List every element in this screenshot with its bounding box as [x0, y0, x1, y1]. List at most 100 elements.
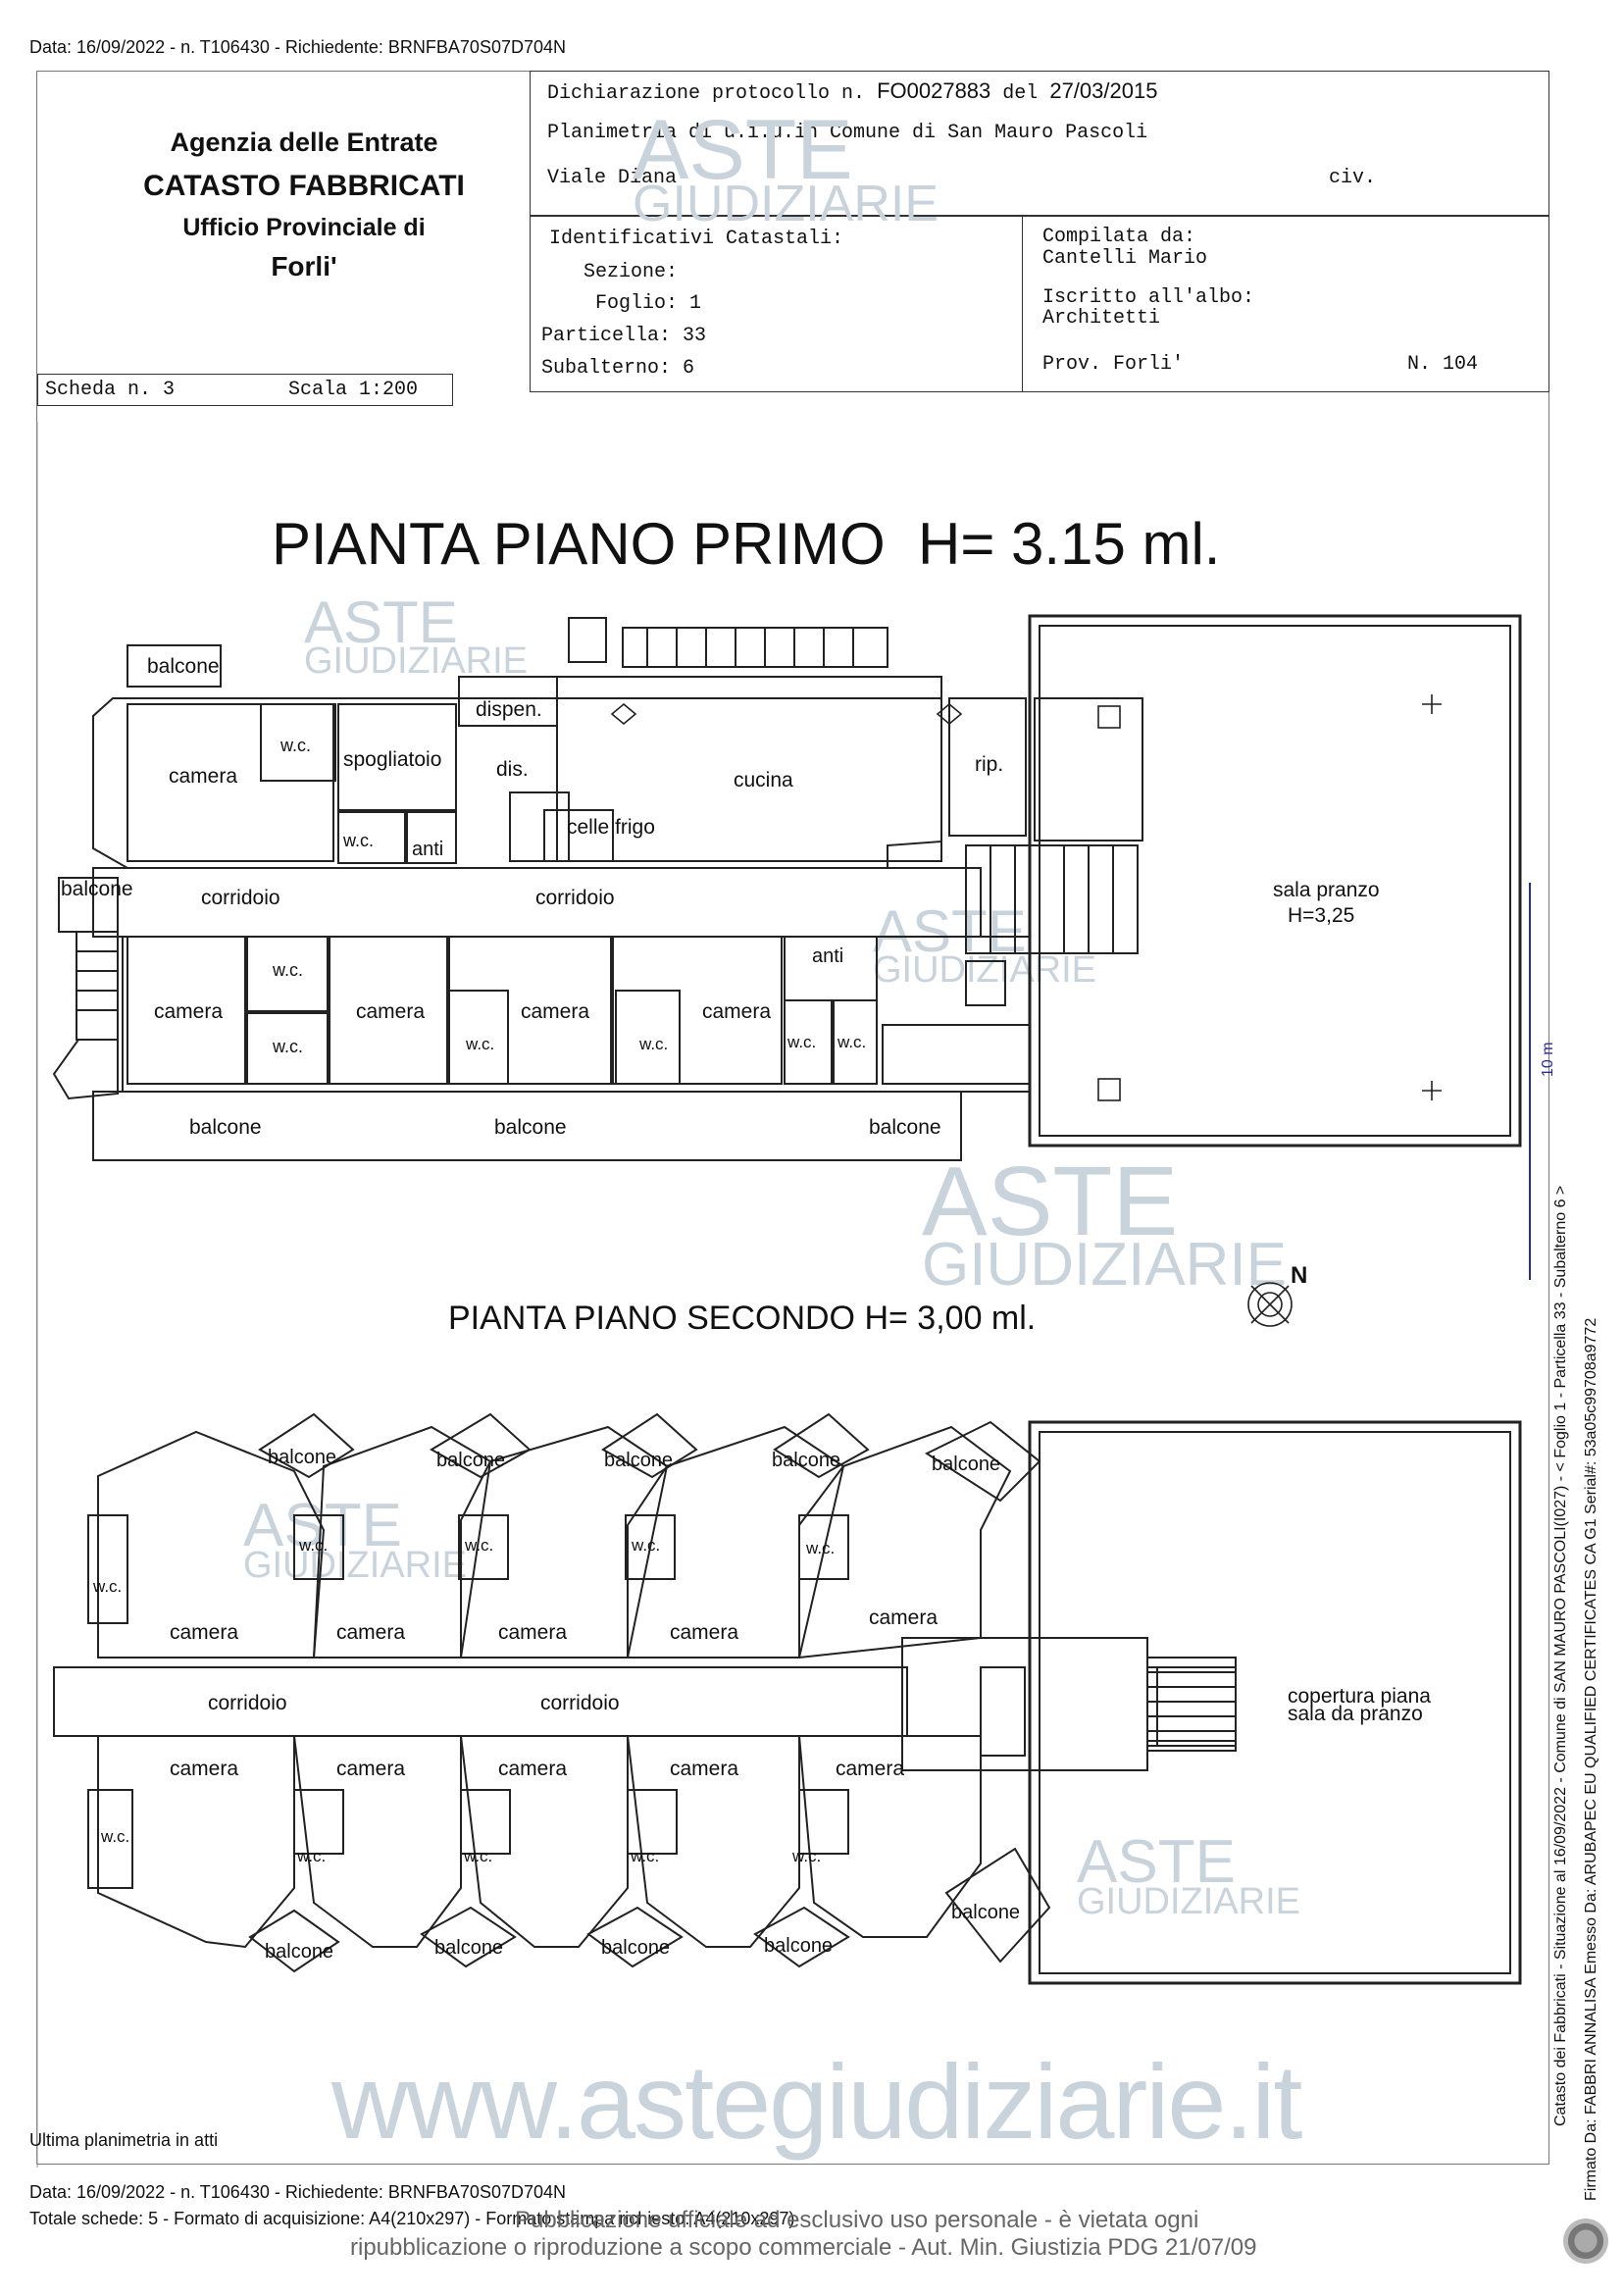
label-sala-pranzo: sala pranzo	[1273, 879, 1380, 901]
p2-camera-t3: camera	[498, 1621, 568, 1644]
seal-icon	[1563, 2219, 1608, 2264]
room-rip	[948, 697, 1027, 837]
room-p2-wc-b1	[87, 1789, 133, 1889]
label-wc-b1: w.c.	[273, 960, 304, 980]
p2-balcone-b4: balcone	[764, 1935, 834, 1957]
header-top-line: Data: 16/09/2022 - n. T106430 - Richiede…	[29, 37, 567, 57]
p2-corridoio-1: corridoio	[208, 1692, 287, 1714]
watermark-giudiziarie-text: GIUDIZIARIE	[304, 640, 529, 682]
p2-camera-t1: camera	[170, 1621, 239, 1644]
side-catasto-text: Catasto dei Fabbricati - Situazione al 1…	[1552, 1185, 1569, 2126]
label-balcone-b3: balcone	[869, 1116, 941, 1139]
sezione: Sezione:	[584, 261, 679, 283]
room-wc-b6	[833, 999, 878, 1085]
p2-balcone-b5: balcone	[951, 1902, 1021, 1923]
catasto-title: CATASTO FABBRICATI	[143, 170, 465, 202]
plan2-title: PIANTA PIANO SECONDO H= 3,00 ml.	[448, 1300, 1037, 1337]
room-p2-top-1	[97, 1430, 326, 1658]
room-wc-tl	[260, 703, 336, 782]
label-sala-h: H=3,25	[1288, 904, 1355, 927]
label-wc-tl: w.c.	[280, 736, 312, 755]
watermark-aste-text: ASTE	[922, 1147, 1179, 1256]
label-wc-2: w.c.	[343, 831, 375, 850]
foglio: Foglio: 1	[595, 292, 702, 315]
label-corridoio-2: corridoio	[535, 887, 615, 909]
dichiarazione-date: 27/03/2015	[1049, 78, 1158, 103]
label-anti-1: anti	[412, 839, 444, 860]
watermark-aste-text: ASTE	[633, 103, 853, 197]
balcone-p2-t2	[430, 1412, 532, 1479]
compilata-label: Compilata da:	[1042, 226, 1196, 248]
label-wc-b2: w.c.	[273, 1037, 304, 1056]
provincia-label: Forli'	[271, 251, 337, 281]
p2-balcone-b1: balcone	[265, 1941, 334, 1963]
civico-label: civ.	[1329, 167, 1377, 189]
ident-title: Identificativi Catastali:	[549, 228, 844, 250]
label-anti-2: anti	[812, 945, 844, 967]
protocollo-number: FO0027883	[877, 78, 991, 103]
p2-wc-b2: w.c.	[297, 1847, 327, 1865]
dichiarazione-label: Dichiarazione protocollo n.	[547, 82, 866, 105]
balcone-p2-t5	[924, 1420, 1041, 1503]
p2-balcone-b3: balcone	[601, 1937, 671, 1959]
p2-camera-b1: camera	[170, 1758, 239, 1780]
label-wc-b3: w.c.	[466, 1035, 495, 1053]
room-camera-b2	[329, 936, 448, 1085]
room-p2-wc-t1	[87, 1514, 128, 1624]
p2-balcone-t3: balcone	[604, 1450, 674, 1471]
room-wc-2	[337, 811, 406, 864]
stair-right	[965, 844, 1139, 954]
room-sala-pranzo	[1028, 614, 1522, 1148]
label-balcone-b1: balcone	[189, 1116, 262, 1139]
p2-camera-b3: camera	[498, 1758, 568, 1780]
watermark-aste-1: ASTE GIUDIZIARIE	[633, 108, 939, 230]
watermark-aste-text: ASTE	[873, 898, 1027, 964]
p2-balcone-t1: balcone	[268, 1447, 337, 1468]
p2-balcone-t2: balcone	[436, 1450, 506, 1471]
balcone-p2-b1	[248, 1909, 340, 1973]
p2-balcone-t5: balcone	[932, 1454, 1001, 1475]
room-camera-b1	[127, 936, 246, 1085]
site-watermark: www.astegiudiziarie.it	[331, 2042, 1302, 2161]
p2-camera-t5: camera	[869, 1607, 939, 1629]
compilata-box	[1022, 216, 1549, 392]
balcone-bottom	[92, 1091, 962, 1161]
label-camera-b3: camera	[521, 1000, 590, 1023]
room-camera-tl	[127, 703, 334, 862]
room-celle-b	[543, 809, 614, 862]
footer-pubblicazione-1: Pubblicazione ufficiale ad esclusivo uso…	[515, 2207, 1199, 2233]
dichiarazione-line: Dichiarazione protocollo n. FO0027883 de…	[547, 78, 1157, 105]
tecnico-name: Cantelli Mario	[1042, 247, 1208, 270]
p2-balcone-b2: balcone	[434, 1937, 504, 1959]
footer-data-line: Data: 16/09/2022 - n. T106430 - Richiede…	[29, 2182, 567, 2202]
room-spogliatoio	[337, 703, 457, 811]
ufficio-label: Ufficio Provinciale di	[182, 214, 426, 241]
room-wc-b5	[784, 999, 833, 1085]
label-rip: rip.	[975, 753, 1004, 776]
compass-rose	[1247, 1282, 1293, 1327]
plan1-fixtures	[610, 694, 1442, 1101]
balcone-p2-b5	[944, 1847, 1051, 1964]
stair-top-box	[568, 617, 607, 663]
room-p2-top-3	[459, 1425, 669, 1658]
label-camera-b4: camera	[702, 1000, 772, 1023]
balcone-p2-t4	[773, 1412, 870, 1479]
room-wc-b1	[246, 936, 329, 1012]
plan1-walls	[36, 422, 1531, 2168]
side-firmato-text: Firmato Da: FABBRI ANNALISA Emesso Da: A…	[1583, 1317, 1599, 2201]
prov-label: Prov. Forli'	[1042, 353, 1185, 376]
room-p2-bot-5	[797, 1735, 982, 1938]
watermark-aste-text: ASTE	[1077, 1828, 1236, 1896]
del-label: del	[1002, 82, 1039, 105]
planimetria-line: Planimetria di u.i.u.in Comune di San Ma…	[547, 122, 1148, 144]
watermark-giudiziarie-text: GIUDIZIARIE	[922, 1231, 1288, 1299]
watermark-giudiziarie-text: GIUDIZIARIE	[633, 176, 939, 232]
scheda-box	[37, 374, 453, 406]
stair-top	[622, 627, 888, 668]
watermark-aste-text: ASTE	[304, 589, 458, 655]
plan2-walls	[53, 1412, 1522, 1985]
label-balcone-b2: balcone	[494, 1116, 567, 1139]
dichiarazione-box	[530, 71, 1549, 216]
p2-wc-b3: w.c.	[464, 1847, 493, 1865]
room-p2-top-2	[312, 1425, 492, 1658]
